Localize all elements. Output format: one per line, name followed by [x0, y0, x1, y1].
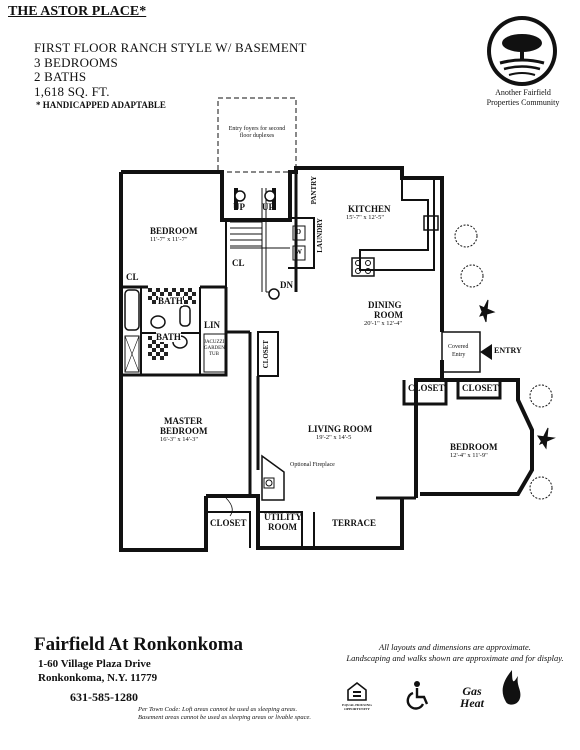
disclaimer-line-2: Landscaping and walks shown are approxim…	[346, 653, 564, 663]
equal-housing-icon	[340, 680, 374, 706]
bedrooms-count: 3 BEDROOMS	[34, 55, 118, 70]
handicapped-note: * HANDICAPPED ADAPTABLE	[36, 100, 166, 110]
covered-entry-label-1: Covered	[448, 344, 469, 350]
bedroom-1-label: BEDROOM	[150, 226, 198, 236]
terrace-label: TERRACE	[332, 518, 377, 528]
phone-number: 631-585-1280	[70, 690, 138, 704]
master-bedroom-label-2: BEDROOM	[160, 426, 208, 436]
gas-heat-line-2: Heat	[460, 696, 484, 710]
master-bedroom-dimensions: 16'-3" x 14'-3"	[160, 436, 198, 443]
bedroom-3-label: BEDROOM	[450, 442, 498, 452]
kitchen-dimensions: 15'-7" x 12'-5"	[346, 214, 384, 221]
closet-vertical-label: CLOSET	[262, 340, 270, 369]
logo-caption-line-2: Properties Community	[486, 98, 560, 107]
community-name: Fairfield At Ronkonkoma	[34, 634, 244, 655]
covered-entry-label-2: Entry	[452, 352, 466, 358]
stairs-up-label-2: UP	[262, 202, 274, 212]
flame-icon	[496, 668, 526, 708]
dryer-label: D	[296, 228, 302, 236]
linen-label: LIN	[204, 320, 221, 330]
logo-caption: Another Fairfield Properties Community	[468, 88, 578, 108]
fireplace-label: Optional Fireplace	[290, 462, 335, 468]
closet-cl-label-1: CL	[126, 272, 139, 282]
living-room-label: LIVING ROOM	[308, 424, 373, 434]
dining-room-label-1: DINING	[368, 300, 402, 310]
square-feet: 1,618 SQ. FT.	[34, 84, 110, 99]
closet-bedroom3-a-label: CLOSET	[408, 383, 445, 393]
jacuzzi-label: JACUZZI GARDEN TUB	[204, 340, 225, 357]
address-line-2: Ronkonkoma, N.Y. 11779	[38, 672, 158, 684]
entry-foyer-outline	[217, 97, 297, 173]
town-code-line-2: Basement areas cannot be used as sleepin…	[138, 714, 311, 721]
dining-room-label-2: ROOM	[374, 310, 403, 320]
pantry-label: PANTRY	[310, 176, 318, 205]
plan-subtitle: FIRST FLOOR RANCH STYLE W/ BASEMENT	[34, 40, 307, 55]
logo-caption-line-1: Another Fairfield	[495, 88, 551, 97]
utility-room-label-1: UTILITY	[264, 512, 303, 522]
baths-count: 2 BATHS	[34, 69, 87, 84]
laundry-label: LAUNDRY	[316, 218, 324, 253]
living-room-dimensions: 19'-2" x 14'-5	[316, 434, 352, 441]
equal-housing-text: EQUAL HOUSING OPPORTUNITY	[342, 703, 372, 711]
washer-label: W	[295, 248, 302, 256]
kitchen-label: KITCHEN	[348, 204, 391, 214]
gas-heat-line-1: Gas	[462, 684, 482, 698]
closet-bottom-label: CLOSET	[210, 518, 247, 528]
bath-1-label: BATH	[158, 296, 183, 306]
bedroom-3-dimensions: 12'-4" x 11'-9"	[450, 452, 488, 459]
town-code-line-1: Per Town Code: Loft areas cannot be used…	[138, 706, 298, 713]
bath-2-label: BATH	[156, 332, 181, 342]
stairs-down-label: DN	[280, 280, 293, 290]
utility-room-label-2: ROOM	[268, 522, 297, 532]
master-bedroom-label-1: MASTER	[164, 416, 203, 426]
dining-room-dimensions: 20'-1" x 12'-4"	[364, 320, 402, 327]
closet-cl-label-2: CL	[232, 258, 245, 268]
fairfield-logo	[486, 15, 558, 87]
disclaimer-line-1: All layouts and dimensions are approxima…	[379, 642, 531, 652]
gas-heat-label: Gas Heat	[460, 685, 484, 709]
bedroom-1-dimensions: 11'-7" x 11'-7"	[150, 236, 188, 243]
entry-label: ENTRY	[494, 346, 522, 355]
stairs-up-label-1: UP	[233, 202, 245, 212]
address-line-1: 1-60 Village Plaza Drive	[38, 658, 151, 670]
entry-foyers-label: Entry foyers for second floor duplexes	[228, 126, 286, 139]
plan-title: THE ASTOR PLACE*	[8, 4, 147, 19]
wheelchair-accessible-icon	[404, 680, 430, 710]
closet-bedroom3-b-label: CLOSET	[462, 383, 499, 393]
